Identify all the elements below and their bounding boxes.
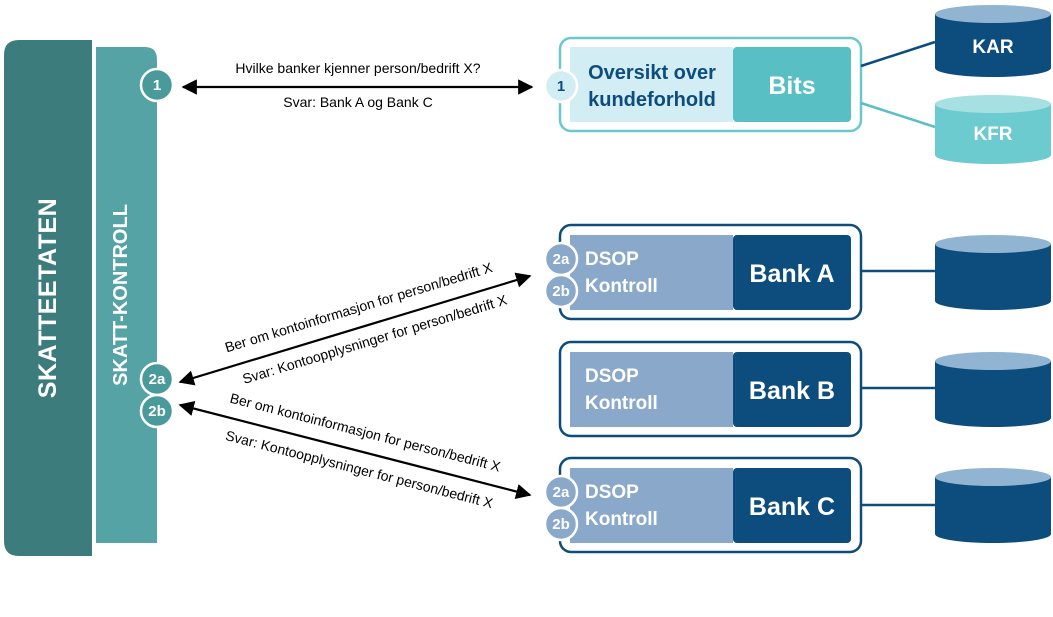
svg-text:2a: 2a bbox=[553, 484, 570, 501]
svg-text:2b: 2b bbox=[552, 283, 570, 300]
badge-2b-bank-a: 2b bbox=[543, 273, 579, 309]
answer-text: Svar: Bank A og Bank C bbox=[283, 94, 432, 110]
badge-2b-bank-c: 2b bbox=[543, 506, 579, 542]
bank-c-dsop-line1: DSOP bbox=[585, 482, 639, 503]
arrow-bank-a bbox=[178, 272, 532, 386]
badge-1-left: 1 bbox=[139, 67, 175, 103]
svg-text:2a: 2a bbox=[553, 251, 570, 268]
bank-b-database bbox=[935, 352, 1051, 427]
badge-2a-bank-c: 2a bbox=[543, 474, 579, 510]
kfr-database: KFR bbox=[935, 95, 1051, 164]
badge-1-bits: 1 bbox=[543, 68, 579, 104]
bank-a-database bbox=[935, 235, 1051, 310]
bits-box: Oversikt over kundeforhold Bits bbox=[558, 36, 863, 133]
svg-text:1: 1 bbox=[557, 78, 565, 95]
kar-label: KAR bbox=[972, 37, 1013, 58]
badge-2b-left: 2b bbox=[139, 393, 175, 429]
bank-c-database bbox=[935, 468, 1051, 543]
skatteetaten-block: Skatteetaten bbox=[4, 40, 92, 556]
bank-b-dsop-line1: DSOP bbox=[585, 366, 639, 387]
arrow-bank-c bbox=[178, 400, 532, 500]
svg-text:2a: 2a bbox=[149, 371, 166, 388]
bank-c-dsop-line2: Kontroll bbox=[585, 509, 658, 530]
badge-2a-left: 2a bbox=[139, 361, 175, 397]
kfr-label: KFR bbox=[973, 124, 1012, 145]
skatteetaten-label: Skatteetaten bbox=[34, 198, 62, 398]
bits-kfr-connector bbox=[860, 101, 936, 129]
bank-c-label: Bank C bbox=[749, 493, 835, 521]
bank-a-dsop-line1: DSOP bbox=[585, 249, 639, 270]
bits-label: Bits bbox=[768, 72, 815, 100]
bank-a-dsop-line2: Kontroll bbox=[585, 276, 658, 297]
kar-database: KAR bbox=[935, 5, 1051, 77]
bank-a-label: Bank A bbox=[749, 260, 834, 288]
svg-text:2b: 2b bbox=[552, 516, 570, 533]
bank-b-dsop-line2: Kontroll bbox=[585, 393, 658, 414]
skatt-kontroll-label: Skatt-Kontroll bbox=[110, 204, 132, 386]
bits-title-line2: kundeforhold bbox=[588, 89, 716, 111]
bank-b-label: Bank B bbox=[749, 377, 835, 405]
bank-c-box: DSOP Kontroll Bank C bbox=[558, 456, 863, 554]
response-text-bank-c: Svar: Kontoopplysninger for person/bedri… bbox=[224, 427, 495, 511]
bits-kar-connector bbox=[860, 40, 936, 68]
bits-title-line1: Oversikt over bbox=[588, 62, 716, 84]
svg-text:1: 1 bbox=[153, 77, 161, 94]
svg-text:2b: 2b bbox=[148, 403, 166, 420]
bank-b-box: DSOP Kontroll Bank B bbox=[558, 340, 863, 438]
query-text: Hvilke banker kjenner person/bedrift X? bbox=[235, 60, 480, 76]
bank-a-box: DSOP Kontroll Bank A bbox=[558, 223, 863, 321]
badge-2a-bank-a: 2a bbox=[543, 241, 579, 277]
skatt-kontroll-block: Skatt-Kontroll bbox=[96, 47, 157, 543]
